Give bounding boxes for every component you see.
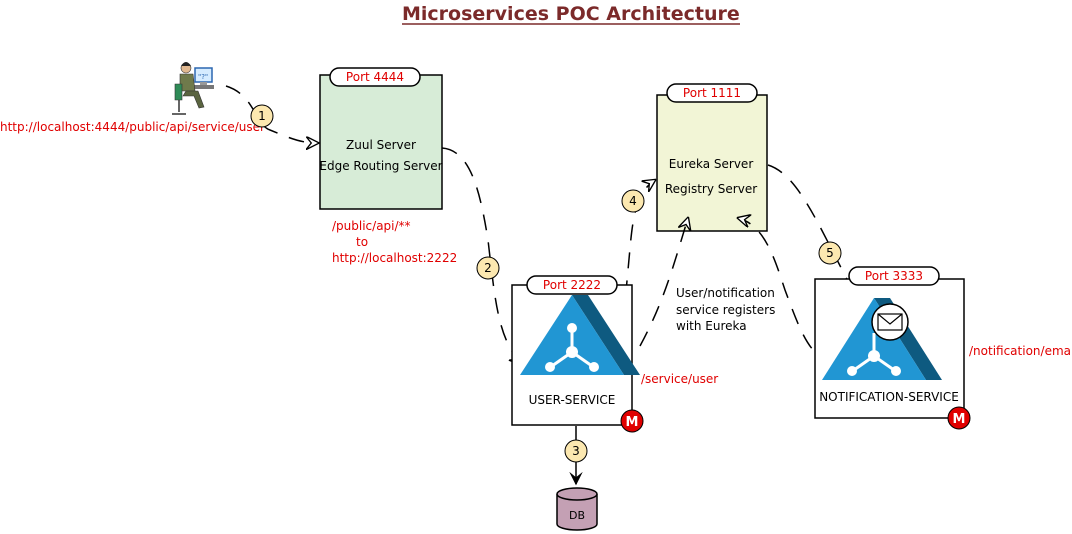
arrow-zuul-to-user-service bbox=[441, 147, 522, 364]
step-5-label: 5 bbox=[826, 246, 834, 260]
route-path: /public/api/** bbox=[332, 219, 411, 233]
diagram-title: Microservices POC Architecture bbox=[402, 3, 740, 25]
db-label: DB bbox=[569, 509, 585, 522]
client-user-icon: "?" bbox=[172, 62, 214, 115]
route-to: to bbox=[356, 235, 368, 249]
notification-port-badge bbox=[848, 266, 940, 286]
step-5-marker: 5 bbox=[818, 241, 842, 265]
client-request-url: http://localhost:4444/public/api/service… bbox=[0, 120, 265, 134]
notification-badge-icon bbox=[947, 406, 971, 430]
arrow-notification-to-eureka bbox=[738, 218, 836, 363]
user-service-endpoint: /service/user bbox=[641, 372, 718, 386]
user-service-port-label: Port 2222 bbox=[543, 278, 601, 292]
user-service-badge-icon bbox=[620, 409, 644, 433]
notification-badge-label: M bbox=[953, 412, 966, 427]
zuul-server-box: Port 4444 Zuul Server Edge Routing Serve… bbox=[319, 67, 443, 210]
step-3-label: 3 bbox=[572, 444, 580, 458]
user-service-label: USER-SERVICE bbox=[529, 393, 616, 407]
eureka-subtitle: Registry Server bbox=[665, 182, 757, 196]
register-note-line2: service registers bbox=[676, 303, 775, 317]
notification-endpoint: /notification/email bbox=[969, 344, 1072, 358]
eureka-port-label: Port 1111 bbox=[683, 86, 741, 100]
step-4-label: 4 bbox=[629, 194, 637, 208]
step-4-marker: 4 bbox=[621, 189, 645, 213]
email-icon bbox=[871, 303, 909, 341]
user-service-port-badge bbox=[526, 275, 618, 295]
step-2-marker: 2 bbox=[476, 256, 500, 280]
notification-service-box: Port 3333 NOTIFICATION-SERVICE M bbox=[814, 266, 971, 430]
step-1-marker: 1 bbox=[250, 104, 274, 128]
zuul-port-badge bbox=[329, 67, 421, 87]
arrow-user-to-eureka-register bbox=[639, 218, 688, 347]
zuul-title: Zuul Server bbox=[346, 138, 416, 152]
register-note-line3: with Eureka bbox=[676, 319, 747, 333]
database-icon: DB bbox=[556, 487, 598, 531]
step-1-label: 1 bbox=[258, 109, 266, 123]
arrow-client-to-zuul bbox=[225, 85, 318, 143]
arrow-eureka-to-notification bbox=[767, 164, 858, 300]
route-target: http://localhost:2222 bbox=[332, 251, 457, 265]
eureka-port-badge bbox=[666, 83, 758, 103]
step-3-marker: 3 bbox=[564, 439, 588, 463]
user-service-badge-label: M bbox=[626, 415, 639, 430]
notification-service-label: NOTIFICATION-SERVICE bbox=[819, 390, 959, 404]
user-service-box: Port 2222 USER-SERVICE M bbox=[511, 275, 644, 433]
step-2-label: 2 bbox=[484, 261, 492, 275]
zuul-subtitle: Edge Routing Server bbox=[319, 159, 442, 173]
eureka-title: Eureka Server bbox=[669, 157, 754, 171]
svg-text:"?": "?" bbox=[198, 73, 208, 81]
register-note-line1: User/notification bbox=[676, 286, 775, 300]
service-triangle-icon bbox=[520, 295, 640, 375]
eureka-server-box: Port 1111 Eureka Server Registry Server bbox=[656, 83, 768, 232]
zuul-port-label: Port 4444 bbox=[346, 70, 404, 84]
notification-port-label: Port 3333 bbox=[865, 269, 923, 283]
